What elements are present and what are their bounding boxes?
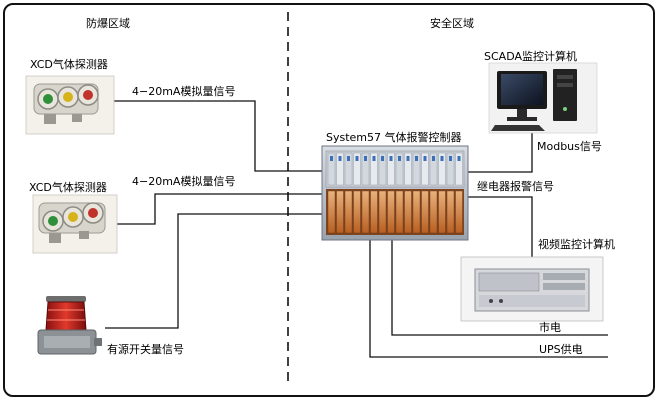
rack-module-led xyxy=(381,156,384,161)
rack-module-card xyxy=(336,190,344,234)
rack-module-led xyxy=(457,156,461,161)
rack-module-card xyxy=(446,190,455,234)
controller-rack-icon xyxy=(321,145,469,241)
gas-detector-icon xyxy=(33,83,99,124)
controller-label: System57 气体报警控制器 xyxy=(326,131,462,144)
wire-active-switch xyxy=(105,213,322,329)
rack-module-face xyxy=(378,152,387,186)
rack-module-face xyxy=(327,152,336,186)
rack-module-card xyxy=(370,190,378,234)
rack-module-card xyxy=(378,190,387,234)
signal-analog-bottom: 4−20mA模拟量信号 xyxy=(132,175,236,188)
signal-wires xyxy=(105,100,608,358)
detector-bottom-label: XCD气体探测器 xyxy=(29,181,107,194)
rack-module-card xyxy=(361,190,370,234)
rack-module-led xyxy=(432,156,435,161)
rack-module-led xyxy=(398,156,401,161)
rack-module-led xyxy=(347,156,350,161)
desktop-computer-icon xyxy=(488,62,598,134)
detector-top-label: XCD气体探测器 xyxy=(30,58,108,71)
signal-mains: 市电 xyxy=(539,321,561,334)
rack-module-face xyxy=(336,152,344,186)
rack-module-face xyxy=(370,152,378,186)
rack-module-led xyxy=(423,156,427,161)
rack-module-face xyxy=(344,152,353,186)
rack-module-card xyxy=(412,190,421,234)
rack-module-led xyxy=(440,156,444,161)
industrial-pc-icon xyxy=(460,256,604,322)
rack-module-card xyxy=(327,190,336,234)
alarm-beacon-icon xyxy=(37,296,102,355)
rack-module-led xyxy=(338,156,342,161)
rack-module-card xyxy=(395,190,404,234)
rack-module-card xyxy=(438,190,446,234)
rack-module-face xyxy=(455,152,463,186)
signal-ups: UPS供电 xyxy=(539,343,583,356)
rack-module-led xyxy=(406,156,410,161)
rack-module-card xyxy=(429,190,438,234)
rack-module-face xyxy=(421,152,429,186)
gas-detector-bottom xyxy=(32,194,118,254)
rack-module-face xyxy=(353,152,361,186)
wire-relay xyxy=(466,196,533,257)
signal-analog-top: 4−20mA模拟量信号 xyxy=(132,85,236,98)
rack-module-led xyxy=(389,156,393,161)
rack-module-face xyxy=(429,152,438,186)
rack-module-face xyxy=(395,152,404,186)
video-pc-label: 视频监控计算机 xyxy=(538,238,615,251)
gas-detector-icon xyxy=(38,202,106,243)
rack-module-face xyxy=(404,152,412,186)
rack-module-card xyxy=(353,190,361,234)
rack-module-card xyxy=(387,190,395,234)
zone-label-safe: 安全区域 xyxy=(430,17,474,30)
rack-module-card xyxy=(421,190,429,234)
rack-module-led xyxy=(372,156,376,161)
wire-analog-bottom xyxy=(110,193,322,225)
signal-relay: 继电器报警信号 xyxy=(477,180,554,193)
rack-module-card xyxy=(404,190,412,234)
gas-detector-top xyxy=(25,75,115,135)
rack-module-led xyxy=(415,156,418,161)
scada-label: SCADA监控计算机 xyxy=(484,50,577,63)
rack-module-face xyxy=(412,152,421,186)
wire-analog-top xyxy=(108,100,322,172)
zone-label-hazardous: 防爆区域 xyxy=(86,17,130,30)
rack-module-face xyxy=(387,152,395,186)
rack-module-led xyxy=(364,156,367,161)
rack-module-face xyxy=(446,152,455,186)
signal-active-switch: 有源开关量信号 xyxy=(107,343,184,356)
rack-module-face xyxy=(361,152,370,186)
rack-module-led xyxy=(449,156,452,161)
rack-module-card xyxy=(455,190,463,234)
wire-ups xyxy=(369,238,608,358)
rack-module-card xyxy=(344,190,353,234)
rack-module-led xyxy=(330,156,333,161)
signal-modbus: Modbus信号 xyxy=(537,140,602,153)
rack-module-led xyxy=(355,156,359,161)
rack-module-face xyxy=(438,152,446,186)
wire-mains xyxy=(391,238,608,336)
